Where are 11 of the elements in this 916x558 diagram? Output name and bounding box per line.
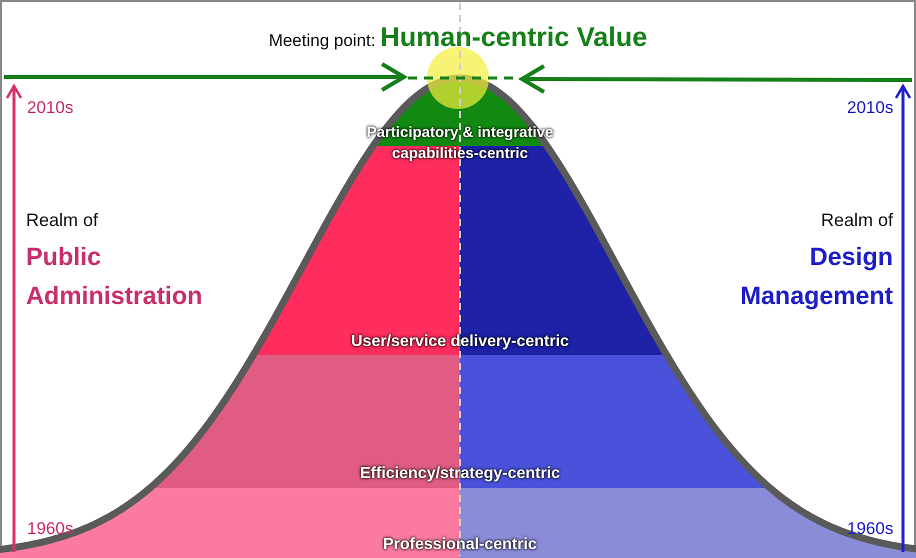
year-label: 1960s — [847, 519, 894, 539]
realm-name: Design Management — [739, 242, 893, 312]
year-label: 1960s — [27, 519, 74, 539]
band-label: Professional-centric — [383, 536, 537, 554]
realm-name: Public Administration — [26, 242, 204, 312]
year-label: 2010s — [27, 98, 74, 118]
band-label: Efficiency/strategy-centric — [360, 465, 560, 483]
heading: Meeting point: Human-centric Value — [268, 22, 648, 53]
year-label: 2010s — [847, 98, 894, 118]
realm-label: Realm of — [821, 210, 894, 231]
realm-label: Realm of — [26, 210, 98, 231]
